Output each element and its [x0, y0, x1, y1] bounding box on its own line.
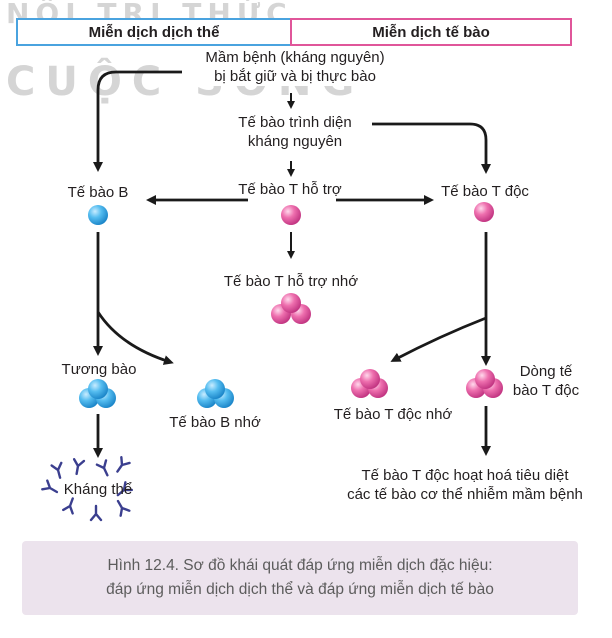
label-clone-line2: bào T độc	[512, 382, 580, 399]
caption-line1: Hình 12.4. Sơ đồ khái quát đáp ứng miễn …	[107, 557, 493, 574]
label-activated-line1: Tế bào T độc hoạt hoá tiêu diệt	[361, 467, 569, 484]
cell-cytotoxic-t	[474, 202, 494, 222]
label-activated-t: Tế bào T độc hoạt hoá tiêu diệt các tế b…	[326, 466, 604, 504]
antibody-icon	[89, 504, 103, 522]
label-memory-helper-t: Tế bào T hỗ trợ nhớ	[223, 273, 359, 290]
antibody-icon	[116, 499, 131, 517]
antibody-icon	[62, 497, 74, 515]
label-apc: Tế bào trình diện kháng nguyên	[220, 113, 370, 151]
arrow-b-cell-to-memory-b	[96, 311, 174, 365]
arrow-pathogen-to-b-cell	[93, 70, 182, 172]
cell-memory-helper-t	[271, 293, 311, 324]
arrow-cytotoxic-to-memory	[390, 316, 487, 362]
cell-plasma	[79, 379, 116, 408]
cell-b	[88, 205, 108, 225]
header-humoral-label: Miễn dịch dịch thể	[88, 23, 220, 41]
label-clone-line1: Dòng tế	[519, 363, 573, 380]
antibody-icon	[50, 461, 63, 479]
antibody-icon	[95, 459, 109, 477]
label-cytotoxic-t: Tế bào T độc	[441, 183, 529, 200]
antibody-icon	[41, 479, 59, 494]
cell-helper-t	[281, 205, 301, 225]
cell-memory-b	[197, 379, 234, 408]
cell-cytotoxic-t-clone	[466, 369, 503, 398]
label-b-cell: Tế bào B	[67, 184, 129, 201]
header-humoral-immunity: Miễn dịch dịch thể	[16, 18, 292, 46]
label-apc-line2: kháng nguyên	[247, 133, 343, 150]
label-plasma-cell: Tương bào	[50, 360, 148, 379]
label-apc-line1: Tế bào trình diện	[238, 114, 352, 131]
cell-memory-cytotoxic-t	[351, 369, 388, 398]
caption-line2: đáp ứng miễn dịch dịch thể và đáp ứng mi…	[106, 581, 494, 598]
figure-caption: Hình 12.4. Sơ đồ khái quát đáp ứng miễn …	[22, 541, 578, 615]
label-helper-t: Tế bào T hỗ trợ	[238, 181, 342, 198]
label-activated-line2: các tế bào cơ thể nhiễm mầm bệnh	[347, 486, 583, 503]
antibody-icon	[116, 481, 134, 497]
label-pathogen-line1: Mầm bệnh (kháng nguyên)	[205, 49, 385, 66]
arrow-apc-to-cytotoxic	[372, 122, 491, 174]
label-pathogen: Mầm bệnh (kháng nguyên) bị bắt giữ và bị…	[184, 48, 406, 86]
label-cytotoxic-t-clone: Dòng tế bào T độc	[505, 362, 587, 400]
header-cellular-label: Miễn dịch tế bào	[372, 23, 490, 41]
label-antibody: Kháng thể	[63, 481, 133, 498]
antibody-icon	[72, 458, 86, 476]
label-memory-b: Tế bào B nhớ	[169, 414, 261, 431]
immune-response-diagram	[41, 70, 503, 522]
arrows	[93, 70, 491, 458]
antibody-icons	[41, 456, 134, 522]
label-pathogen-line2: bị bắt giữ và bị thực bào	[214, 68, 376, 85]
header-cellular-immunity: Miễn dịch tế bào	[290, 18, 572, 46]
label-memory-cytotoxic-t: Tế bào T độc nhớ	[333, 406, 453, 423]
antibody-icon	[116, 456, 131, 473]
